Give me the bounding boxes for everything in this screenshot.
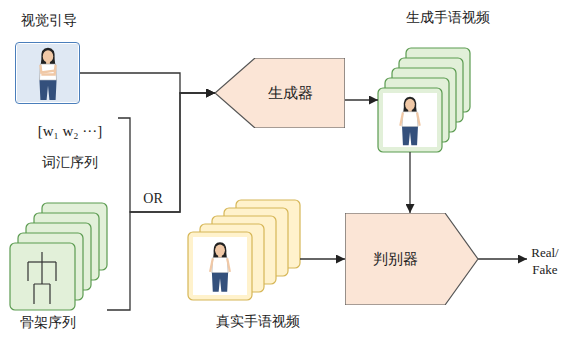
connector xyxy=(345,99,378,100)
generated-video: 生成手语视频 xyxy=(378,48,470,152)
discriminator-shape: 判别器 xyxy=(345,213,478,305)
real-frame-stack xyxy=(188,200,300,300)
connector xyxy=(478,258,527,259)
frame xyxy=(378,88,442,152)
word-sequence: [w₁ w₂ ···] 词汇序列 xyxy=(22,118,118,173)
connector xyxy=(300,258,345,259)
connector xyxy=(409,152,410,213)
shoulders xyxy=(28,261,56,262)
photo-background xyxy=(383,93,437,147)
node-label: 词汇序列 xyxy=(42,153,98,171)
skeleton-figure xyxy=(28,252,56,304)
signer-photo xyxy=(210,242,230,292)
signer-photo xyxy=(39,48,56,100)
frame xyxy=(188,232,252,300)
skeleton-sequence: 骨架序列 xyxy=(10,203,107,310)
node-heading: 生成手语视频 xyxy=(398,8,498,26)
skeleton-frame-stack xyxy=(10,203,107,310)
node-heading: 骨架序列 xyxy=(0,313,98,331)
node-label: 判别器 xyxy=(373,250,418,268)
node-heading: 视觉引导 xyxy=(0,11,99,29)
connector xyxy=(80,73,215,93)
spine xyxy=(41,252,42,284)
signer-photo xyxy=(400,97,419,146)
node-label: Real/ Fake xyxy=(527,244,563,278)
photo-background xyxy=(17,44,78,102)
frame xyxy=(10,243,75,310)
photo-background xyxy=(193,237,247,295)
shape-outline xyxy=(215,58,345,128)
real-video: 真实手语视频 xyxy=(188,200,300,300)
node-heading: 真实手语视频 xyxy=(208,312,308,330)
edge-label: OR xyxy=(141,191,164,207)
shape-outline xyxy=(345,213,478,305)
node-label: [w₁ w₂ ···] xyxy=(38,122,103,140)
arms xyxy=(28,262,56,281)
output-label: Real/ Fake xyxy=(527,242,563,280)
legs xyxy=(34,284,50,304)
node-label: 生成器 xyxy=(268,84,313,102)
connector xyxy=(107,93,215,310)
generator-shape: 生成器 xyxy=(215,58,345,128)
generated-frame-stack xyxy=(378,48,470,152)
photo-box: 视觉引导 xyxy=(15,42,80,104)
connector xyxy=(118,93,215,212)
